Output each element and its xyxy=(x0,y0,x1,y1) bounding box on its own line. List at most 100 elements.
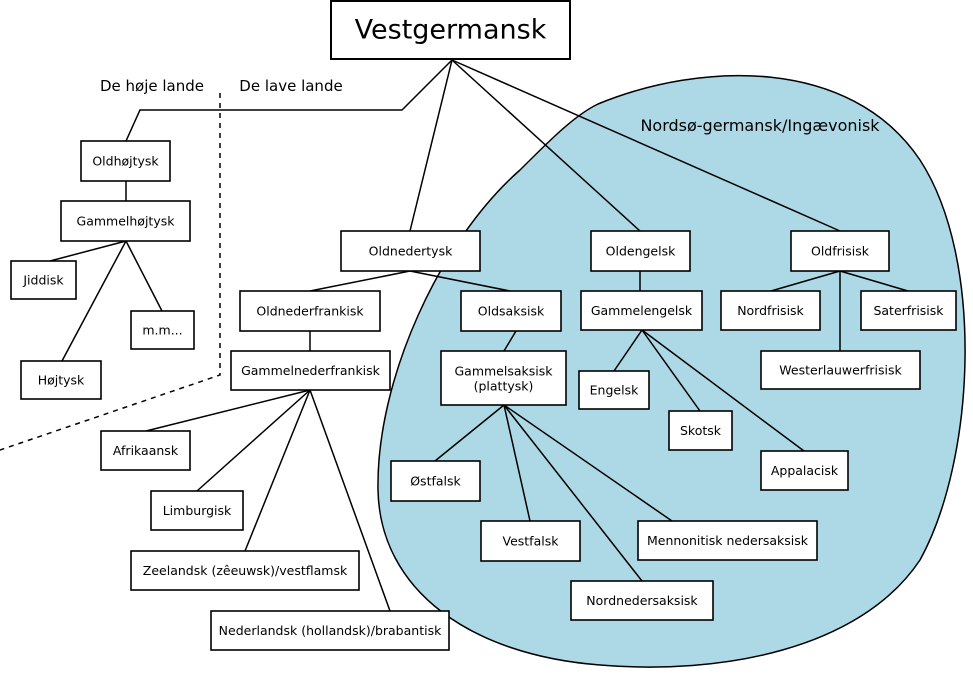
node-ostfalsk: Østfalsk xyxy=(390,460,481,502)
edge-gammelhojtysk-jiddisk xyxy=(49,240,127,262)
node-oldnedertysk-label: Oldnedertysk xyxy=(369,244,453,259)
edge-oldfrisisk-saterfrisisk xyxy=(839,270,909,292)
edge-gammelnederfrankisk-afrikaansk xyxy=(145,389,311,432)
node-oldnederfrankisk-box xyxy=(239,290,381,332)
node-oldhojtysk: Oldhøjtysk xyxy=(80,140,171,182)
node-vestfalsk-box xyxy=(480,520,581,562)
node-gammelhojtysk-label: Gammelhøjtysk xyxy=(77,214,176,229)
node-oldengelsk: Oldengelsk xyxy=(590,230,691,272)
node-gammelengelsk-box xyxy=(580,290,703,331)
edge-oldnedertysk-oldnederfrankisk xyxy=(309,270,411,292)
edge-vestgermansk-oldengelsk xyxy=(451,59,641,232)
node-skotsk: Skotsk xyxy=(668,410,733,451)
node-mm-label: m.m... xyxy=(142,323,182,338)
edge-gammelnederfrankisk-limburgisk xyxy=(196,389,311,492)
node-mm: m.m... xyxy=(130,310,195,350)
node-oldfrisisk-label: Oldfrisisk xyxy=(811,244,870,259)
edge-vestgermansk-oldfrisisk xyxy=(451,59,841,232)
node-zeelandsk-box xyxy=(130,550,360,591)
edge-oldsaksisk-gammelsaksisk xyxy=(503,330,517,352)
node-vestgermansk-box xyxy=(330,0,571,60)
node-ostfalsk-label: Østfalsk xyxy=(410,474,461,489)
node-gammelsaksisk: Gammelsaksisk (plattysk) xyxy=(440,350,567,406)
node-vestfalsk: Vestfalsk xyxy=(480,520,581,562)
node-hojtysk: Højtysk xyxy=(20,360,102,400)
node-oldfrisisk-box xyxy=(790,230,890,272)
node-vestfalsk-label: Vestfalsk xyxy=(503,534,560,549)
node-appalacisk-label: Appalacisk xyxy=(771,463,839,478)
edge-gammelsaksisk-nordnedersaksisk xyxy=(503,404,643,582)
node-gammelhojtysk: Gammelhøjtysk xyxy=(60,200,191,242)
node-nordnedersaksisk-label: Nordnedersaksisk xyxy=(586,593,698,608)
node-vestgermansk-label: Vestgermansk xyxy=(355,15,547,46)
edge-gammelhojtysk-hojtysk xyxy=(61,240,127,362)
node-westerlauwerfrisisk-box xyxy=(760,350,921,390)
node-mennonitisk: Mennonitisk nedersaksisk xyxy=(637,520,818,561)
edge-gammelhojtysk-mm xyxy=(125,240,163,312)
node-gammelengelsk-label: Gammelengelsk xyxy=(591,303,693,318)
edge-gammelnederfrankisk-nederlandsk xyxy=(309,389,391,612)
node-engelsk-box xyxy=(578,370,650,410)
node-jiddisk-box xyxy=(10,260,77,300)
node-nordnedersaksisk-box xyxy=(570,580,714,621)
node-saterfrisisk-box xyxy=(860,290,957,331)
node-nordnedersaksisk: Nordnedersaksisk xyxy=(570,580,714,621)
node-oldhojtysk-box xyxy=(80,140,171,182)
node-nordfrisisk-box xyxy=(720,290,821,331)
node-zeelandsk: Zeelandsk (zêeuwsk)/vestflamsk xyxy=(130,550,360,591)
node-nordfrisisk: Nordfrisisk xyxy=(720,290,821,331)
node-mm-box xyxy=(130,310,195,350)
node-oldhojtysk-label: Oldhøjtysk xyxy=(92,154,159,169)
edge-vestgermansk-oldhojtysk xyxy=(125,59,453,142)
edge-gammelengelsk-appalacisk xyxy=(641,329,805,452)
node-engelsk-label: Engelsk xyxy=(590,383,639,398)
node-gammelnederfrankisk: Gammelnederfrankisk xyxy=(230,350,391,391)
node-nordfrisisk-label: Nordfrisisk xyxy=(737,303,804,318)
node-afrikaansk-label: Afrikaansk xyxy=(113,443,179,458)
node-oldnedertysk-box xyxy=(340,230,481,272)
edge-oldfrisisk-nordfrisisk xyxy=(770,270,841,292)
low-lands-label: De lave lande xyxy=(239,77,342,95)
high-lands-label: De høje lande xyxy=(100,77,204,95)
node-ostfalsk-box xyxy=(390,460,481,502)
node-oldengelsk-box xyxy=(590,230,691,272)
node-afrikaansk-box xyxy=(100,430,191,471)
node-afrikaansk: Afrikaansk xyxy=(100,430,191,471)
edge-vestgermansk-oldnedertysk xyxy=(409,59,453,232)
node-gammelsaksisk-box xyxy=(440,350,567,406)
node-westerlauwerfrisisk: Westerlauwerfrisisk xyxy=(760,350,921,390)
high-low-border xyxy=(0,93,221,451)
edge-gammelsaksisk-mennonitisk xyxy=(503,404,673,522)
node-oldnederfrankisk: Oldnederfrankisk xyxy=(239,290,381,332)
north-sea-germanic-label: Nordsø-germansk/Ingævonisk xyxy=(640,116,880,135)
node-oldnedertysk: Oldnedertysk xyxy=(340,230,481,272)
node-oldsaksisk-box xyxy=(460,290,562,332)
node-skotsk-box xyxy=(668,410,733,451)
gammelsaksisk-line-1: Gammelsaksisk xyxy=(454,364,553,379)
node-saterfrisisk: Saterfrisisk xyxy=(860,290,957,331)
node-appalacisk: Appalacisk xyxy=(760,450,849,491)
node-nederlandsk: Nederlandsk (hollandsk)/brabantisk xyxy=(210,610,450,651)
edge-gammelengelsk-engelsk xyxy=(613,329,643,372)
node-oldsaksisk: Oldsaksisk xyxy=(460,290,562,332)
node-gammelnederfrankisk-label: Gammelnederfrankisk xyxy=(241,363,381,378)
node-skotsk-label: Skotsk xyxy=(680,423,722,438)
node-gammelnederfrankisk-box xyxy=(230,350,391,391)
node-gammelengelsk: Gammelengelsk xyxy=(580,290,703,331)
node-westerlauwerfrisisk-label: Westerlauwerfrisisk xyxy=(779,363,902,378)
node-jiddisk: Jiddisk xyxy=(10,260,77,300)
node-saterfrisisk-label: Saterfrisisk xyxy=(873,303,944,318)
node-zeelandsk-label: Zeelandsk (zêeuwsk)/vestflamsk xyxy=(143,563,348,578)
edge-gammelsaksisk-ostfalsk xyxy=(434,404,505,462)
node-gammelhojtysk-box xyxy=(60,200,191,242)
node-mennonitisk-box xyxy=(637,520,818,561)
node-hojtysk-box xyxy=(20,360,102,400)
node-jiddisk-label: Jiddisk xyxy=(22,273,64,288)
node-limburgisk-label: Limburgisk xyxy=(163,503,232,518)
node-nederlandsk-box xyxy=(210,610,450,651)
edge-gammelengelsk-skotsk xyxy=(641,329,701,412)
tree-edges xyxy=(49,59,909,612)
node-limburgisk: Limburgisk xyxy=(150,490,244,531)
edge-oldnedertysk-oldsaksisk xyxy=(409,270,511,292)
